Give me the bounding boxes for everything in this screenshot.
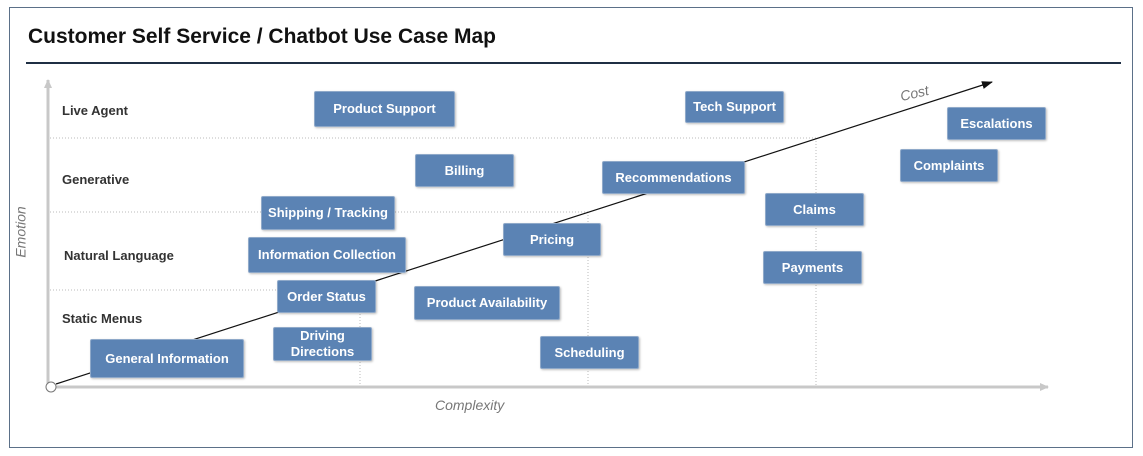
- driving-directions-line-2: Directions: [290, 344, 355, 359]
- use-case-product-support: Product Support: [314, 91, 455, 127]
- use-case-escalations: Escalations: [947, 107, 1046, 140]
- use-case-order-status: Order Status: [277, 280, 376, 313]
- row-label-static-menus: Static Menus: [62, 311, 143, 326]
- use-case-billing: Billing: [415, 154, 514, 187]
- use-case-claims: Claims: [765, 193, 864, 226]
- x-axis-label: Complexity: [435, 397, 505, 413]
- diagram-frame: [9, 7, 1133, 448]
- use-case-pricing: Pricing: [503, 223, 601, 256]
- page-title: Customer Self Service / Chatbot Use Case…: [28, 25, 496, 48]
- use-case-scheduling: Scheduling: [540, 336, 639, 369]
- row-label-natural-language: Natural Language: [64, 248, 174, 263]
- driving-directions-line-1: Driving: [300, 328, 345, 343]
- title-divider: [26, 62, 1121, 64]
- row-label-generative: Generative: [62, 172, 130, 187]
- use-case-general-information: General Information: [90, 339, 244, 378]
- use-case-product-availability: Product Availability: [414, 286, 560, 320]
- use-case-information-collection: Information Collection: [248, 237, 406, 273]
- use-case-recommendations: Recommendations: [602, 161, 745, 194]
- use-case-complaints: Complaints: [900, 149, 998, 182]
- origin-marker: [45, 381, 57, 393]
- use-case-driving-directions: Driving Directions: [273, 327, 372, 361]
- use-case-shipping-tracking: Shipping / Tracking: [261, 196, 395, 230]
- y-axis-label: Emotion: [12, 206, 29, 258]
- row-label-live-agent: Live Agent: [62, 103, 128, 118]
- use-case-payments: Payments: [763, 251, 862, 284]
- use-case-tech-support: Tech Support: [685, 91, 784, 123]
